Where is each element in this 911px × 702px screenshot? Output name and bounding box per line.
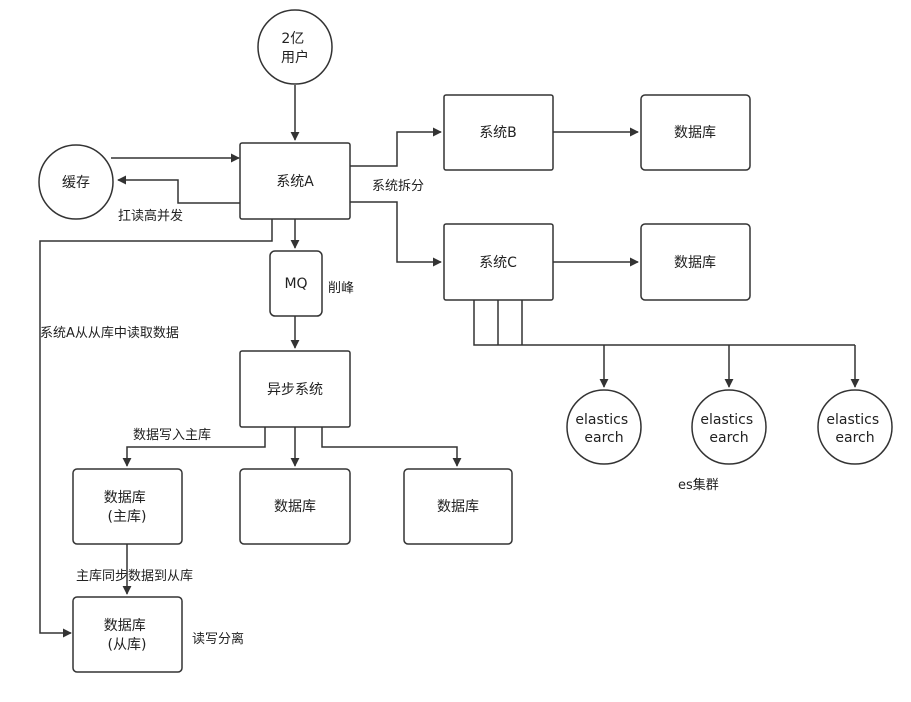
- cache-circle: [38, 144, 114, 220]
- db-slave-label-line-2: (从库): [108, 637, 147, 653]
- node-db-slave: 数据库 (从库): [72, 596, 183, 673]
- system-a-box: [239, 142, 351, 220]
- es-1-label-line-2: earch: [584, 430, 623, 446]
- node-es-3: elastics earch: [817, 389, 893, 465]
- svg-text:2亿 用户: 2亿 用户: [281, 31, 309, 66]
- async-system-label: 异步系统: [267, 382, 323, 398]
- users-label-line-2: 用户: [281, 49, 309, 66]
- es-3-label-line-2: earch: [835, 430, 874, 446]
- edge-async-to-master: [122, 427, 266, 467]
- svg-text:elastics earch: elastics earch: [575, 412, 632, 446]
- mq-label: MQ: [284, 276, 307, 292]
- system-c-box: [443, 223, 554, 301]
- db-right-box: [403, 468, 513, 545]
- es-3-circle: [817, 389, 893, 465]
- node-db-master: 数据库 (主库): [72, 468, 183, 545]
- label-es-cluster: es集群: [678, 477, 719, 493]
- label-split: 系统拆分: [372, 179, 424, 194]
- users-label-line-1: 2亿: [281, 31, 304, 47]
- db-master-label-line-2: (主库): [108, 509, 147, 525]
- db-master-label-line-1: 数据库: [104, 490, 146, 506]
- es-1-label-line-1: elastics: [575, 412, 628, 428]
- label-cache-read: 扛读高并发: [118, 208, 183, 224]
- es-1-circle: [566, 389, 642, 465]
- db-slave-label-line-1: 数据库: [104, 618, 146, 634]
- node-cache: 缓存: [38, 144, 114, 220]
- es-2-label-line-2: earch: [709, 430, 748, 446]
- edge-system-a-to-cache: [117, 175, 240, 204]
- db-slave-box: [72, 596, 183, 673]
- edges: [39, 85, 860, 638]
- db-c-box: [640, 223, 751, 301]
- node-mq: MQ: [269, 250, 323, 317]
- system-a-label: 系统A: [276, 174, 314, 190]
- edge-system-a-to-system-c: [350, 201, 442, 267]
- es-2-label-line-1: elastics: [700, 412, 753, 428]
- cache-label: 缓存: [62, 175, 90, 191]
- node-db-mid: 数据库: [239, 468, 351, 545]
- svg-text:elastics earch: elastics earch: [826, 412, 883, 446]
- users-circle: [257, 9, 333, 85]
- label-write-master: 数据写入主库: [133, 427, 211, 443]
- mq-box: [269, 250, 323, 317]
- es-3-label-line-1: elastics: [826, 412, 879, 428]
- node-system-a: 系统A: [239, 142, 351, 220]
- node-es-2: elastics earch: [691, 389, 767, 465]
- svg-text:elastics earch: elastics earch: [700, 412, 757, 446]
- db-right-label: 数据库: [437, 499, 479, 515]
- node-system-b: 系统B: [443, 94, 554, 171]
- label-sync: 主库同步数据到从库: [76, 568, 193, 584]
- db-b-box: [640, 94, 751, 171]
- db-b-label: 数据库: [674, 125, 716, 141]
- label-read-slave: 系统A从从库中读取数据: [40, 325, 179, 341]
- db-c-label: 数据库: [674, 255, 716, 271]
- node-system-c: 系统C: [443, 223, 554, 301]
- svg-text:数据库 (主库): 数据库 (主库): [104, 490, 150, 525]
- node-db-right: 数据库: [403, 468, 513, 545]
- node-async-system: 异步系统: [239, 350, 351, 428]
- edge-system-c-bus: [473, 300, 855, 346]
- system-b-box: [443, 94, 554, 171]
- system-b-label: 系统B: [479, 125, 517, 141]
- edge-system-a-to-system-b: [350, 127, 442, 167]
- node-db-c: 数据库: [640, 223, 751, 301]
- label-peak: 削峰: [328, 281, 354, 296]
- svg-text:数据库 (从库): 数据库 (从库): [104, 618, 150, 653]
- node-es-1: elastics earch: [566, 389, 642, 465]
- node-db-b: 数据库: [640, 94, 751, 171]
- async-system-box: [239, 350, 351, 428]
- db-mid-label: 数据库: [274, 499, 316, 515]
- label-rw-split: 读写分离: [192, 631, 244, 647]
- es-2-circle: [691, 389, 767, 465]
- node-users: 2亿 用户: [257, 9, 333, 85]
- edge-async-to-db-right: [321, 427, 462, 467]
- db-master-box: [72, 468, 183, 545]
- db-mid-box: [239, 468, 351, 545]
- system-c-label: 系统C: [479, 255, 517, 271]
- edge-system-a-to-slave: [39, 219, 273, 638]
